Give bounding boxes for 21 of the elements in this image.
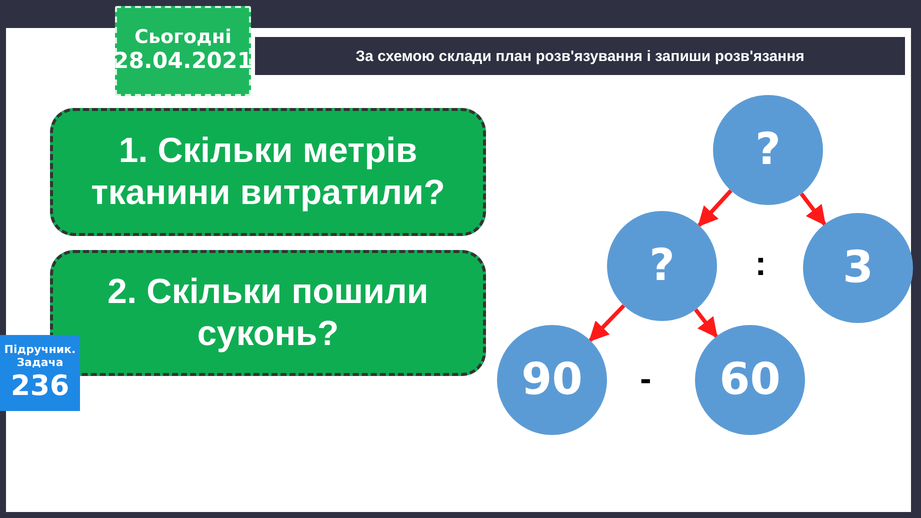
title-bar: За схемою склади план розв'язування і запиши розв'язання <box>255 37 905 75</box>
task-badge <box>0 335 80 411</box>
number-text: ? <box>649 240 675 292</box>
arrow <box>800 192 826 226</box>
task-caption: Підручник. Задача <box>3 343 77 370</box>
date-tag <box>115 6 251 96</box>
operator-sign: : <box>755 245 766 284</box>
number-text: 60 <box>719 354 781 406</box>
number-text: ? <box>755 124 781 176</box>
question-text: 2. Скільки пошили суконь? <box>106 271 430 355</box>
number-text: 90 <box>521 354 583 406</box>
operator-sign: - <box>640 360 652 399</box>
arrow <box>698 189 732 227</box>
date-caption: Сьогодні <box>134 26 232 50</box>
task-number: 236 <box>10 369 70 403</box>
date-text: 28.04.2021 <box>113 49 253 76</box>
arrow <box>694 308 718 338</box>
arrow <box>588 304 626 342</box>
number-text: 3 <box>842 242 874 294</box>
question-box <box>50 108 486 236</box>
question-text: 1. Скільки метрів тканини витратили? <box>90 130 446 214</box>
